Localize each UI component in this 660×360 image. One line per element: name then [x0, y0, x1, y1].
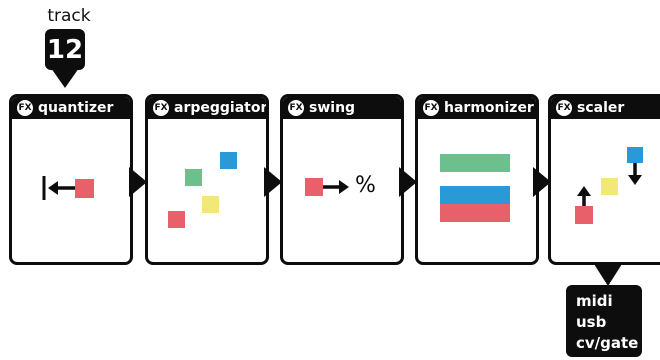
chain-arrow-right — [399, 167, 417, 197]
fx-icon: FX — [17, 100, 33, 116]
scale-notes-icon — [575, 147, 643, 224]
swing-percent-icon — [305, 178, 349, 196]
output-midi: midi — [576, 292, 613, 310]
module-title: swing — [309, 100, 356, 116]
module-harmonizer: FX harmonizer — [415, 94, 539, 265]
track-down-arrow — [51, 68, 79, 88]
module-quantizer: FX quantizer — [9, 94, 133, 265]
track-number-badge: 12 — [45, 29, 85, 70]
harmony-stack-icon — [440, 154, 510, 222]
module-header: FX swing — [283, 97, 401, 119]
fx-icon: FX — [556, 100, 572, 116]
module-arpeggiator: FX arpeggiator — [145, 94, 269, 265]
module-scaler: FX scaler — [548, 94, 660, 265]
fx-icon: FX — [153, 100, 169, 116]
quantize-left-icon — [42, 176, 94, 200]
module-swing: FX swing % — [280, 94, 404, 265]
chain-arrow-right — [129, 167, 147, 197]
module-title: scaler — [577, 100, 625, 116]
percent-symbol: % — [355, 173, 376, 198]
harmonizer-illustration — [418, 119, 536, 262]
quantizer-illustration — [12, 119, 130, 262]
fx-icon: FX — [423, 100, 439, 116]
module-header: FX harmonizer — [418, 97, 536, 119]
module-header: FX quantizer — [12, 97, 130, 119]
output-down-arrow — [594, 264, 622, 286]
output-cv-gate: cv/gate — [576, 334, 639, 352]
arpeggio-notes-icon — [168, 152, 237, 228]
module-header: FX scaler — [551, 97, 660, 119]
output-usb: usb — [576, 313, 607, 331]
module-title: harmonizer — [444, 100, 534, 116]
output-destinations: midi usb cv/gate — [566, 285, 642, 357]
track-label: track — [47, 6, 91, 26]
module-header: FX arpeggiator — [148, 97, 266, 119]
arpeggiator-illustration — [148, 119, 266, 262]
chain-arrow-right — [533, 167, 551, 197]
chain-arrow-right — [264, 167, 282, 197]
fx-icon: FX — [288, 100, 304, 116]
module-title: arpeggiator — [174, 100, 268, 116]
swing-illustration: % — [283, 119, 401, 262]
scaler-illustration — [551, 119, 660, 262]
module-title: quantizer — [38, 100, 114, 116]
